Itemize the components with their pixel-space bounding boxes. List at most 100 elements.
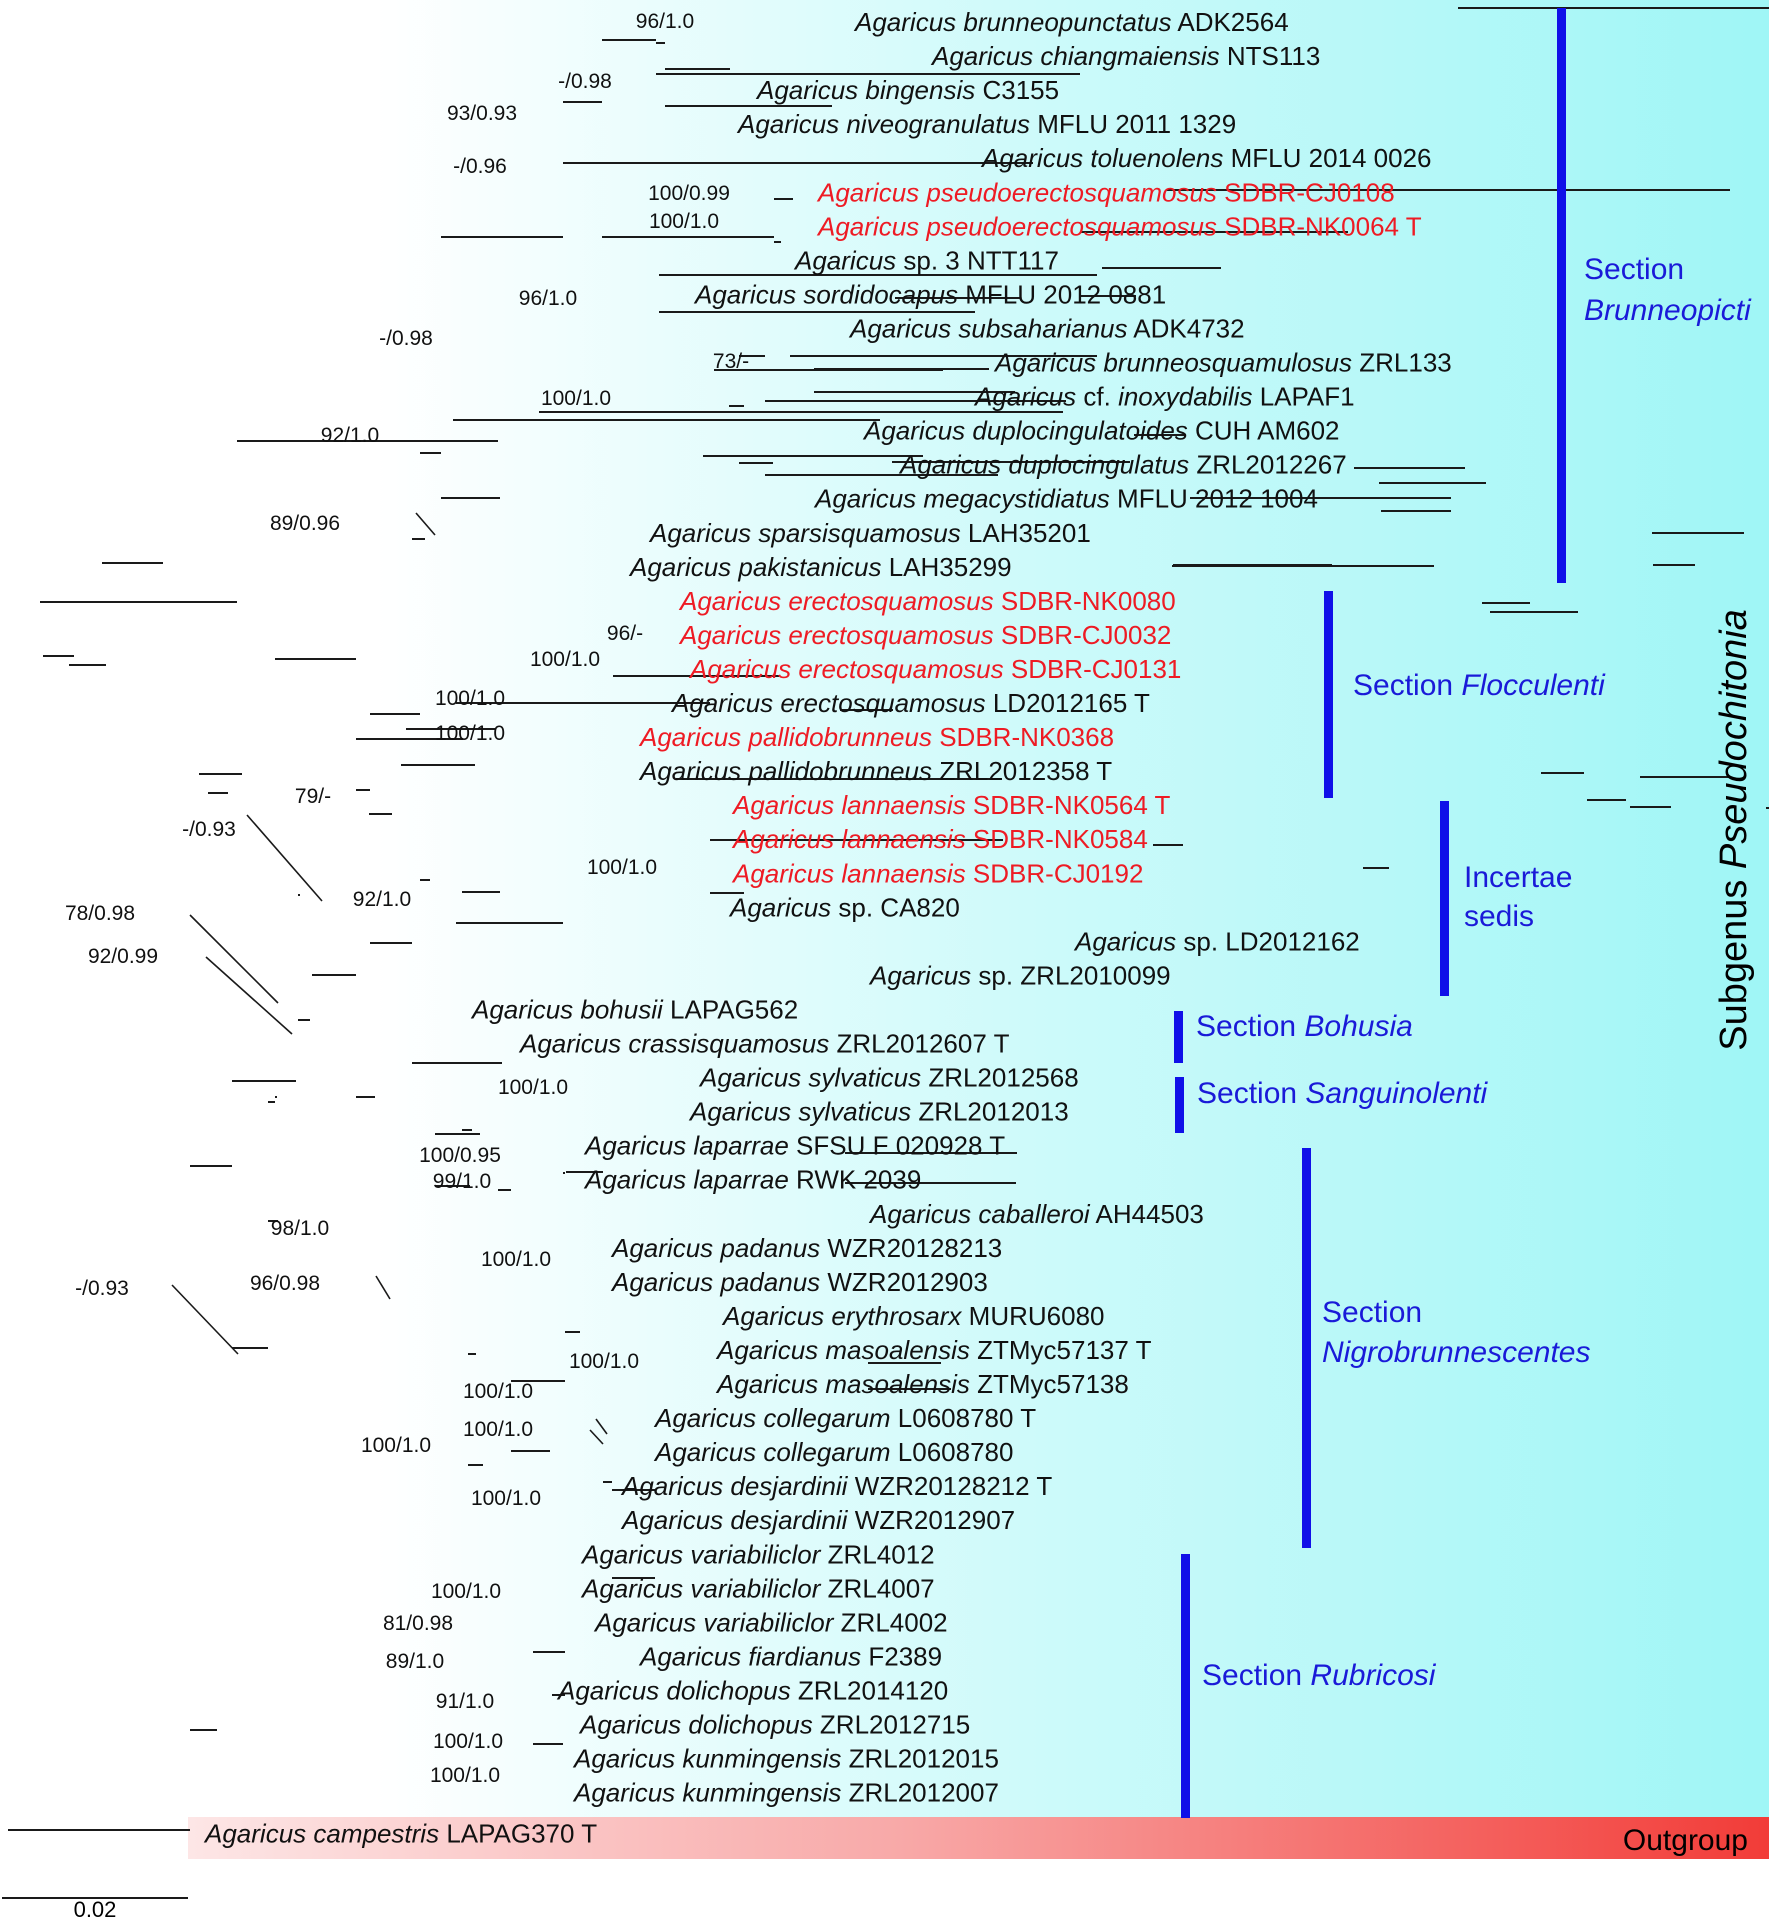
taxon-label: Agaricus cf. inoxydabilis LAPAF1 — [973, 382, 1355, 412]
support-value: 100/1.0 — [471, 1487, 541, 1510]
taxon-label: Agaricus pakistanicus LAH35299 — [628, 552, 1012, 582]
section-label: Section Rubricosi — [1202, 1659, 1437, 1692]
section-label: Section — [1584, 253, 1684, 286]
support-value: 100/1.0 — [431, 1580, 501, 1603]
support-value: 92/1.0 — [353, 888, 411, 911]
taxon-label: Agaricus subsaharianus ADK4732 — [848, 313, 1245, 343]
support-value: 93/0.93 — [447, 102, 517, 125]
taxon-label: Agaricus chiangmaiensis NTS113 — [930, 41, 1320, 71]
support-value: 100/1.0 — [481, 1248, 551, 1271]
support-leader-line — [171, 1284, 239, 1355]
taxon-label: Agaricus sylvaticus ZRL2012013 — [688, 1097, 1069, 1127]
section-label: Incertae — [1464, 861, 1572, 894]
section-bar — [1440, 801, 1449, 996]
taxon-label: Agaricus kunmingensis ZRL2012007 — [572, 1778, 999, 1808]
taxon-label: Agaricus variabiliclor ZRL4002 — [593, 1607, 948, 1637]
support-value: 100/1.0 — [430, 1764, 500, 1787]
support-value: 96/- — [607, 622, 643, 645]
support-value: 100/1.0 — [435, 722, 505, 745]
support-value: 92/1.0 — [321, 424, 379, 447]
taxon-label: Agaricus brunneosquamulosus ZRL133 — [993, 348, 1452, 378]
taxon-label: Agaricus sordidocapus MFLU 2012 0881 — [693, 279, 1166, 309]
support-leader-line — [205, 956, 293, 1035]
support-value: 98/1.0 — [271, 1217, 329, 1240]
support-leader-line — [589, 1429, 604, 1445]
taxon-label: Agaricus lannaensis SDBR-NK0564 T — [731, 790, 1171, 820]
taxon-label: Agaricus caballeroi AH44503 — [868, 1199, 1204, 1229]
taxon-label: Agaricus bingensis C3155 — [755, 75, 1059, 105]
taxon-label: Agaricus lannaensis SDBR-CJ0192 — [731, 858, 1143, 888]
section-label: Section Bohusia — [1196, 1010, 1413, 1043]
taxon-label: Agaricus dolichopus ZRL2012715 — [578, 1710, 970, 1740]
taxon-label: Agaricus campestris LAPAG370 T — [203, 1819, 597, 1849]
support-value: -/0.98 — [379, 327, 433, 350]
support-value: 96/1.0 — [636, 10, 694, 33]
section-bar — [1175, 1077, 1184, 1133]
support-value: 100/1.0 — [530, 648, 600, 671]
support-value: 100/0.95 — [419, 1144, 501, 1167]
support-leader-line — [595, 1418, 608, 1435]
support-value: 99/1.0 — [433, 1170, 491, 1193]
support-value: 92/0.99 — [88, 945, 158, 968]
taxon-label: Agaricus padanus WZR20128213 — [610, 1233, 1002, 1263]
section-label: Section Sanguinolenti — [1197, 1077, 1489, 1110]
support-value: -/0.93 — [75, 1277, 129, 1300]
support-value: -/0.96 — [453, 155, 507, 178]
support-value: 89/0.96 — [270, 512, 340, 535]
taxon-label: Agaricus pallidobrunneus ZRL2012358 T — [638, 756, 1112, 786]
taxon-label: Agaricus megacystidiatus MFLU 2012 1004 — [813, 484, 1318, 514]
taxon-label: Agaricus desjardinii WZR20128212 T — [620, 1471, 1052, 1501]
taxon-label: Agaricus padanus WZR2012903 — [610, 1267, 988, 1297]
section-bar — [1557, 8, 1566, 583]
support-value: 100/1.0 — [541, 387, 611, 410]
taxon-label: Agaricus duplocingulatus ZRL2012267 — [898, 450, 1347, 480]
taxon-label: Agaricus dolichopus ZRL2014120 — [556, 1675, 948, 1705]
support-value: 89/1.0 — [386, 1650, 444, 1673]
support-value: 100/1.0 — [435, 687, 505, 710]
taxon-label: Agaricus desjardinii WZR2012907 — [620, 1505, 1015, 1535]
support-value: 100/1.0 — [649, 210, 719, 233]
scale-bar-label: 0.02 — [74, 1897, 117, 1922]
taxon-label: Agaricus pseudoerectosquamosus SDBR-NK00… — [816, 211, 1422, 241]
taxon-label: Agaricus masoalensis ZTMyc57137 T — [715, 1335, 1152, 1365]
taxon-label: Agaricus variabiliclor ZRL4007 — [580, 1573, 935, 1603]
taxon-label: Agaricus sp. ZRL2010099 — [868, 960, 1171, 990]
taxon-label: Agaricus variabiliclor ZRL4012 — [580, 1539, 935, 1569]
section-bar — [1181, 1554, 1190, 1818]
taxon-label: Agaricus pseudoerectosquamosus SDBR-CJ01… — [816, 177, 1395, 207]
support-value: 100/0.99 — [648, 182, 730, 205]
support-value: -/0.93 — [182, 818, 236, 841]
taxon-label: Agaricus lannaensis SDBR-NK0584 — [731, 824, 1148, 854]
section-label: Brunneopicti — [1584, 294, 1752, 327]
support-value: 78/0.98 — [65, 902, 135, 925]
section-label: sedis — [1464, 900, 1534, 933]
support-value: 100/1.0 — [433, 1730, 503, 1753]
taxon-label: Agaricus niveogranulatus MFLU 2011 1329 — [736, 109, 1236, 139]
support-leader-line — [189, 914, 279, 1004]
support-value: 100/1.0 — [463, 1380, 533, 1403]
subgenus-label: Subgenus Pseudochitonia — [1713, 609, 1755, 1051]
taxon-label: Agaricus duplocingulatoides CUH AM602 — [862, 416, 1340, 446]
taxon-label: Agaricus sparsisquamosus LAH35201 — [648, 518, 1091, 548]
taxon-label: Agaricus toluenolens MFLU 2014 0026 — [980, 143, 1432, 173]
ingroup-background — [150, 0, 1769, 1817]
taxon-label: Agaricus masoalensis ZTMyc57138 — [715, 1369, 1129, 1399]
support-value: -/0.98 — [558, 70, 612, 93]
support-value: 100/1.0 — [463, 1418, 533, 1441]
taxon-label: Agaricus sp. LD2012162 — [1073, 926, 1360, 956]
taxon-label: Agaricus sp. CA820 — [728, 892, 960, 922]
support-value: 81/0.98 — [383, 1612, 453, 1635]
support-leader-line — [246, 814, 323, 902]
support-value: 73/- — [713, 350, 749, 373]
taxon-label: Agaricus kunmingensis ZRL2012015 — [572, 1744, 999, 1774]
support-leader-line — [375, 1275, 391, 1300]
taxon-label: Agaricus laparrae SFSU F 020928 T — [583, 1131, 1005, 1161]
outgroup-background — [188, 1817, 1769, 1859]
support-value: 96/1.0 — [519, 287, 577, 310]
taxon-label: Agaricus sp. 3 NTT117 — [793, 245, 1059, 275]
support-value: 100/1.0 — [361, 1434, 431, 1457]
taxon-label: Agaricus sylvaticus ZRL2012568 — [698, 1063, 1079, 1093]
support-value: 79/- — [295, 785, 331, 808]
support-value: 91/1.0 — [436, 1690, 494, 1713]
